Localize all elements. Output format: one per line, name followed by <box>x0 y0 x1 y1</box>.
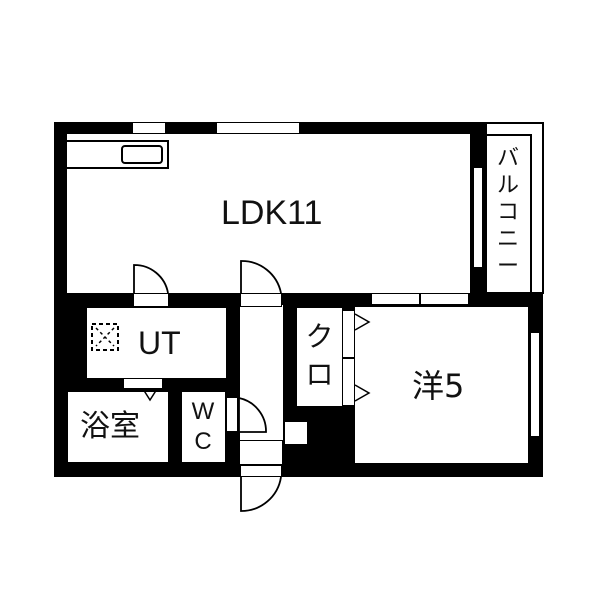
window-top-left <box>132 122 166 134</box>
window-ldk-western-b <box>420 293 469 305</box>
balcony-char-1: バ <box>496 146 519 171</box>
wc-char-w: W <box>191 398 215 425</box>
window-ldk-western-a <box>371 293 420 305</box>
window-top-center <box>216 122 300 134</box>
room-label-bath: 浴室 <box>80 409 140 444</box>
room-label-ldk: LDK11 <box>221 194 323 232</box>
door-opening-entrance <box>240 465 282 477</box>
balcony-inner <box>485 134 532 294</box>
door-opening-hallway-top <box>240 293 282 307</box>
window-ldk-balcony <box>473 167 483 268</box>
hallway-floor <box>240 305 283 460</box>
room-label-western: 洋5 <box>412 367 465 405</box>
balcony-char-5: ー <box>496 254 519 279</box>
room-label-balcony: バ ル コ ニ ー <box>488 145 528 280</box>
door-opening-wc <box>226 397 238 432</box>
door-opening-bath <box>123 378 163 389</box>
closet-door-upper <box>342 310 355 358</box>
shoe-box <box>284 421 308 445</box>
balcony-char-3: コ <box>496 200 519 225</box>
balcony-char-4: ニ <box>496 227 519 252</box>
hallway-step-line <box>239 440 283 465</box>
window-western-east <box>530 332 540 437</box>
closet-door-lower <box>342 358 355 406</box>
kitchen-sink-icon <box>121 145 163 164</box>
closet-char-2: ロ <box>305 358 334 391</box>
room-label-wc: W C <box>183 397 223 457</box>
wc-floor <box>182 392 225 462</box>
balcony <box>485 122 544 294</box>
room-label-utility: UT <box>138 325 181 361</box>
balcony-char-2: ル <box>496 173 519 198</box>
bath-floor <box>68 392 168 462</box>
wc-char-c: C <box>194 428 212 455</box>
western-room-floor <box>355 307 528 463</box>
closet-char-1: ク <box>305 320 334 353</box>
room-label-closet: ク ロ <box>298 318 341 394</box>
door-opening-utility <box>133 293 169 307</box>
closet-floor <box>297 308 342 406</box>
